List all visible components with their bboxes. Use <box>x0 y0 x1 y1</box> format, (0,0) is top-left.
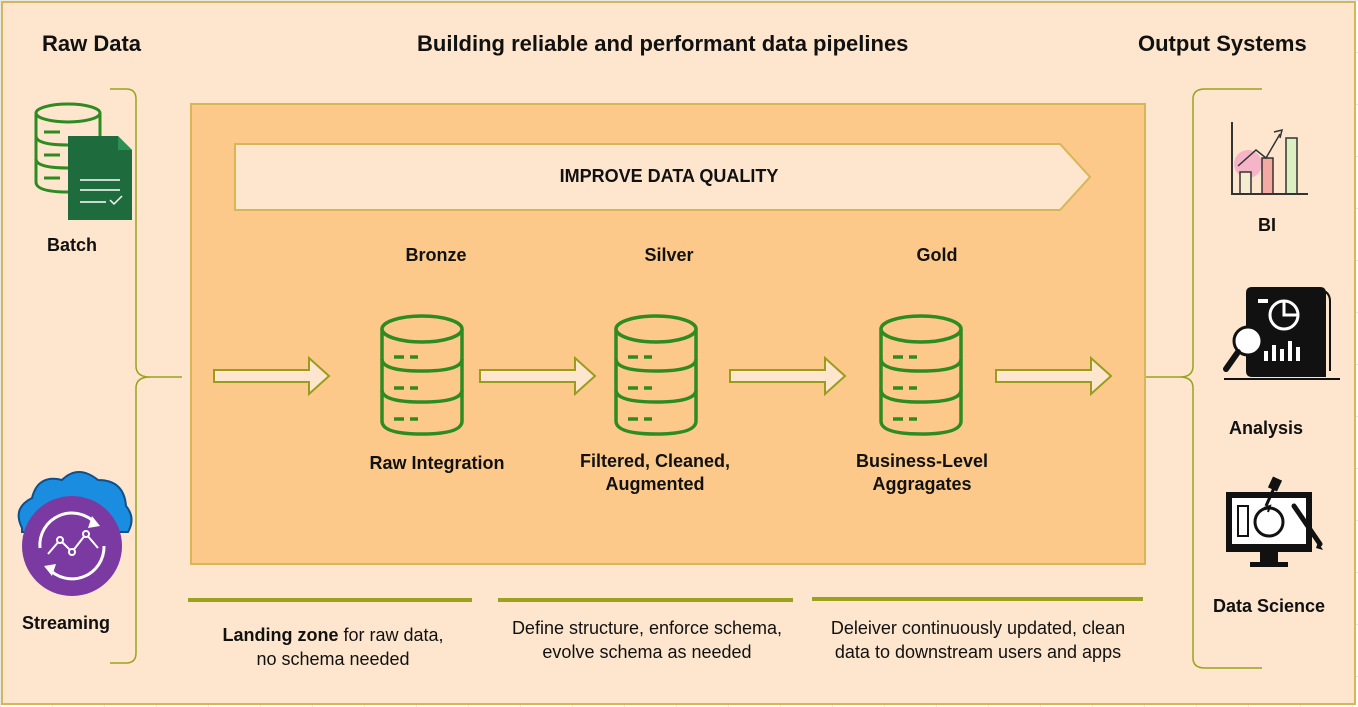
batch-label: Batch <box>47 235 98 255</box>
bronze-database-icon <box>380 314 464 436</box>
analysis-label: Analysis <box>1229 418 1304 438</box>
improve-quality-banner <box>234 143 1092 211</box>
gold-underline <box>812 597 1143 601</box>
silver-database-icon <box>614 314 698 436</box>
output-systems-title: Output Systems <box>1138 31 1307 56</box>
gold-description: Deleiver continuously updated, clean dat… <box>806 616 1150 664</box>
bronze-desc-rest: for raw data, <box>338 625 444 645</box>
gold-desc-line2: data to downstream users and apps <box>834 642 1122 662</box>
gold-database-icon <box>879 314 963 436</box>
silver-caption: Filtered, Cleaned, Augmented <box>579 451 731 494</box>
silver-desc-line2: evolve schema as needed <box>542 642 752 662</box>
landing-zone-bold: Landing zone <box>222 625 339 645</box>
monitor-drawing-icon <box>1226 476 1323 567</box>
diagram-title: Building reliable and performant data pi… <box>417 31 909 56</box>
bar-chart-icon <box>1231 122 1308 195</box>
bronze-desc-line2: no schema needed <box>256 649 410 669</box>
report-analysis-icon <box>1223 287 1340 380</box>
arrow-gold-to-output <box>995 355 1113 397</box>
bronze-underline <box>188 598 472 602</box>
gold-caption: Business-Level Aggragates <box>855 451 989 494</box>
gold-label: Gold <box>916 245 958 265</box>
gold-desc-line1: Deleiver continuously updated, clean <box>830 618 1126 638</box>
silver-description: Define structure, enforce schema, evolve… <box>488 616 806 664</box>
bronze-caption: Raw Integration <box>369 453 505 473</box>
cloud-stream-icon <box>17 471 133 596</box>
arrow-into-bronze <box>213 355 331 397</box>
silver-label: Silver <box>644 245 694 265</box>
arrow-silver-to-gold <box>729 355 847 397</box>
silver-desc-line1: Define structure, enforce schema, <box>511 618 783 638</box>
bronze-description: Landing zone for raw data, no schema nee… <box>188 623 478 671</box>
banner-label: IMPROVE DATA QUALITY <box>559 166 779 186</box>
silver-underline <box>498 598 793 602</box>
raw-data-title: Raw Data <box>42 31 142 56</box>
database-document-icon <box>34 102 132 220</box>
streaming-label: Streaming <box>22 613 111 633</box>
bronze-label: Bronze <box>405 245 467 265</box>
data-science-label: Data Science <box>1213 596 1326 616</box>
arrow-bronze-to-silver <box>479 355 597 397</box>
bi-label: BI <box>1258 215 1276 235</box>
